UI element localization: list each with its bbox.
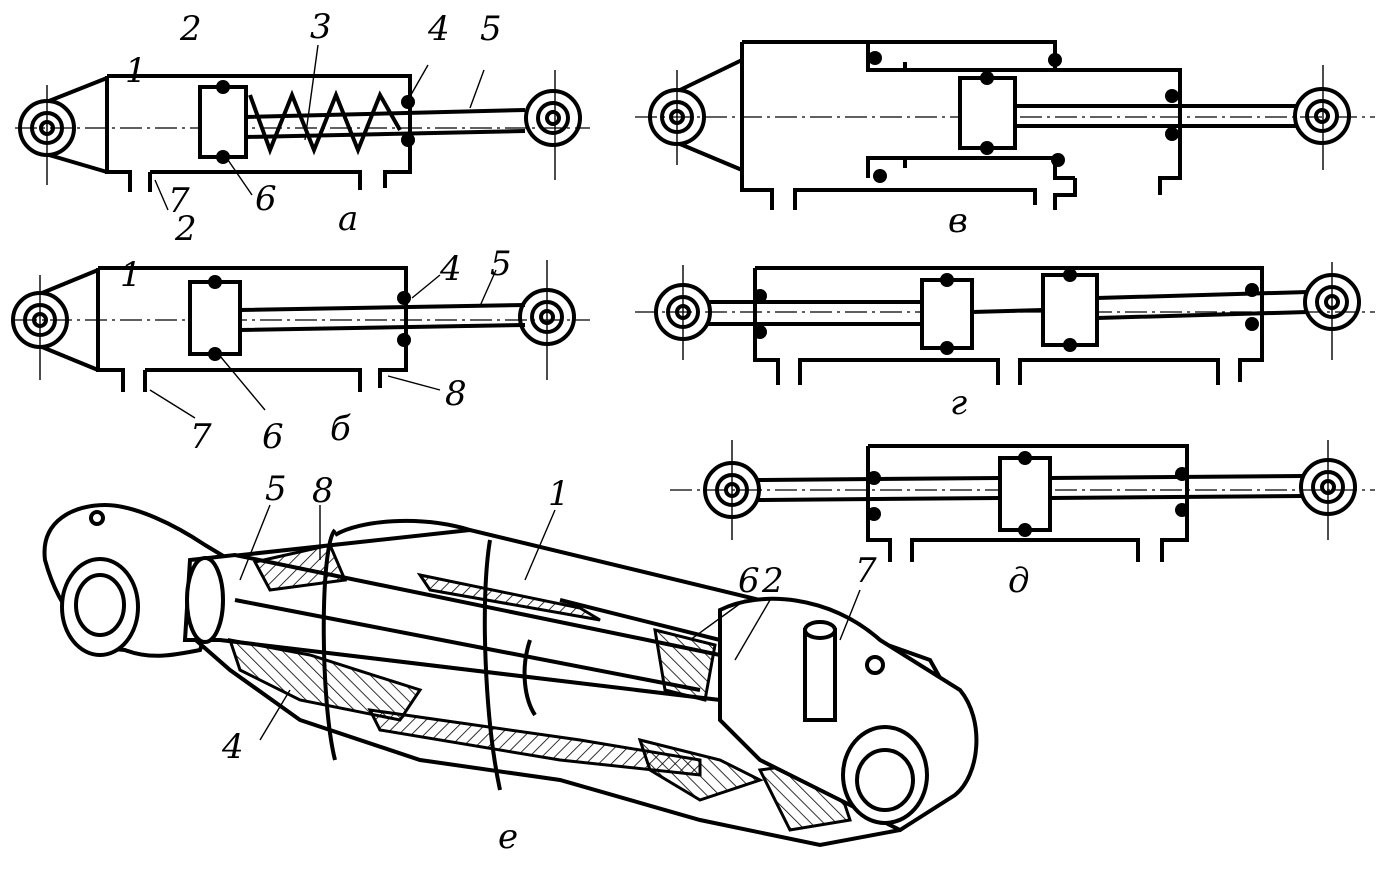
mounting-eye-right [1293, 87, 1351, 145]
label-e-1: 1 [548, 474, 570, 514]
piston [188, 280, 242, 356]
mounting-eye-right [1299, 458, 1357, 516]
caption-e: е [498, 817, 518, 857]
label-b-7: 7 [190, 417, 212, 457]
label-b-2: 2 [174, 209, 197, 249]
label-e-6: 6 [738, 561, 760, 601]
piston [958, 76, 1017, 150]
caption-v: в [948, 201, 968, 241]
head-end-eye [718, 596, 979, 833]
label-a-6: 6 [255, 179, 277, 219]
mounting-eye-left [648, 88, 706, 146]
label-e-4: 4 [221, 727, 244, 767]
caption-g: г [950, 383, 967, 423]
panel-e-cylinder-cutaway: 5 8 1 6 2 7 4 е [42, 469, 979, 857]
piston [998, 456, 1052, 532]
label-a-5: 5 [480, 9, 502, 49]
panel-b-double-acting-cylinder: 1 2 4 5 6 7 8 б [11, 209, 590, 457]
mounting-eye-left [18, 99, 76, 157]
label-b-8: 8 [445, 374, 467, 414]
mounting-eye-right [524, 89, 582, 147]
panel-v-telescopic-cylinder: в [635, 40, 1375, 241]
label-b-1: 1 [120, 255, 142, 295]
caption-b: б [330, 409, 351, 449]
label-a-4: 4 [427, 9, 450, 49]
label-b-6: 6 [262, 417, 284, 457]
mounting-eye-right [1303, 273, 1361, 331]
panel-d-through-rod-cylinder: д [670, 440, 1375, 601]
label-a-1: 1 [125, 51, 147, 91]
label-e-7: 7 [855, 551, 877, 591]
label-a-3: 3 [310, 7, 332, 47]
piston-1 [920, 278, 974, 350]
panel-g-tandem-cylinder: г [635, 262, 1375, 423]
mounting-eye-left [703, 461, 761, 519]
port-fitting [803, 620, 885, 722]
caption-d: д [1008, 561, 1030, 601]
piston [198, 85, 248, 159]
mounting-eye-right [518, 288, 576, 346]
label-a-2: 2 [179, 9, 202, 49]
return-spring [248, 89, 402, 156]
caption-a: а [338, 199, 358, 239]
mounting-eye-left [11, 291, 69, 349]
label-e-5: 5 [265, 469, 287, 509]
rod-end-eye [42, 502, 233, 658]
label-e-8: 8 [312, 471, 334, 511]
mounting-eye-left [654, 283, 712, 341]
label-e-2: 2 [761, 561, 784, 601]
piston-2 [1041, 273, 1099, 347]
label-b-4: 4 [439, 249, 462, 289]
label-a-7: 7 [168, 181, 190, 221]
panel-a-single-acting-spring-cylinder: 1 2 3 4 5 6 7 а [15, 7, 590, 239]
label-b-5: 5 [490, 244, 512, 284]
